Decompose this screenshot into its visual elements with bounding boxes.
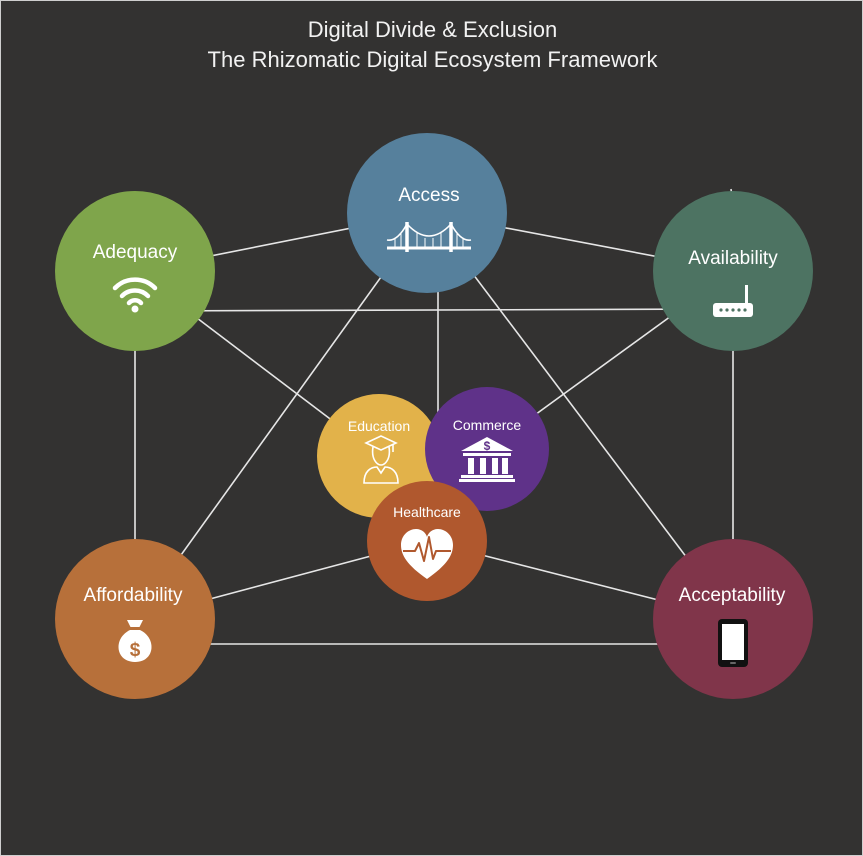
node-affordability-label: Affordability: [84, 585, 183, 606]
connector-access-affordability: [134, 212, 428, 620]
title-line-1: Digital Divide & Exclusion: [307, 17, 558, 42]
money-bag-icon: $: [118, 620, 152, 662]
graduate-icon: [363, 435, 399, 484]
smartphone-icon: [718, 619, 748, 667]
node-availability: Availability: [653, 191, 813, 351]
wifi-icon: [112, 277, 158, 313]
node-education-label: Education: [348, 418, 410, 434]
node-commerce: Commerce $: [425, 387, 549, 511]
node-affordability: Affordability $: [55, 539, 215, 699]
connector-access-acceptability: [426, 212, 734, 620]
router-icon: [713, 285, 753, 317]
node-acceptability: Acceptability: [653, 539, 813, 699]
node-adequacy: Adequacy: [55, 191, 215, 351]
connector-adequacy-availability: [134, 308, 734, 312]
svg-text:$: $: [484, 439, 491, 453]
title-block: Digital Divide & Exclusion The Rhizomati…: [1, 15, 862, 75]
bridge-icon: [386, 222, 472, 252]
node-healthcare: Healthcare: [367, 481, 487, 601]
svg-text:$: $: [130, 640, 141, 661]
heart-pulse-icon: [401, 529, 453, 579]
bank-icon: $: [459, 437, 515, 482]
title-line-2: The Rhizomatic Digital Ecosystem Framewo…: [207, 47, 658, 72]
node-healthcare-label: Healthcare: [393, 504, 461, 520]
node-availability-label: Availability: [688, 248, 778, 269]
node-adequacy-label: Adequacy: [93, 242, 178, 263]
node-access: Access: [347, 133, 507, 293]
node-acceptability-label: Acceptability: [679, 585, 786, 606]
node-access-label: Access: [398, 185, 459, 206]
node-commerce-label: Commerce: [453, 417, 522, 433]
